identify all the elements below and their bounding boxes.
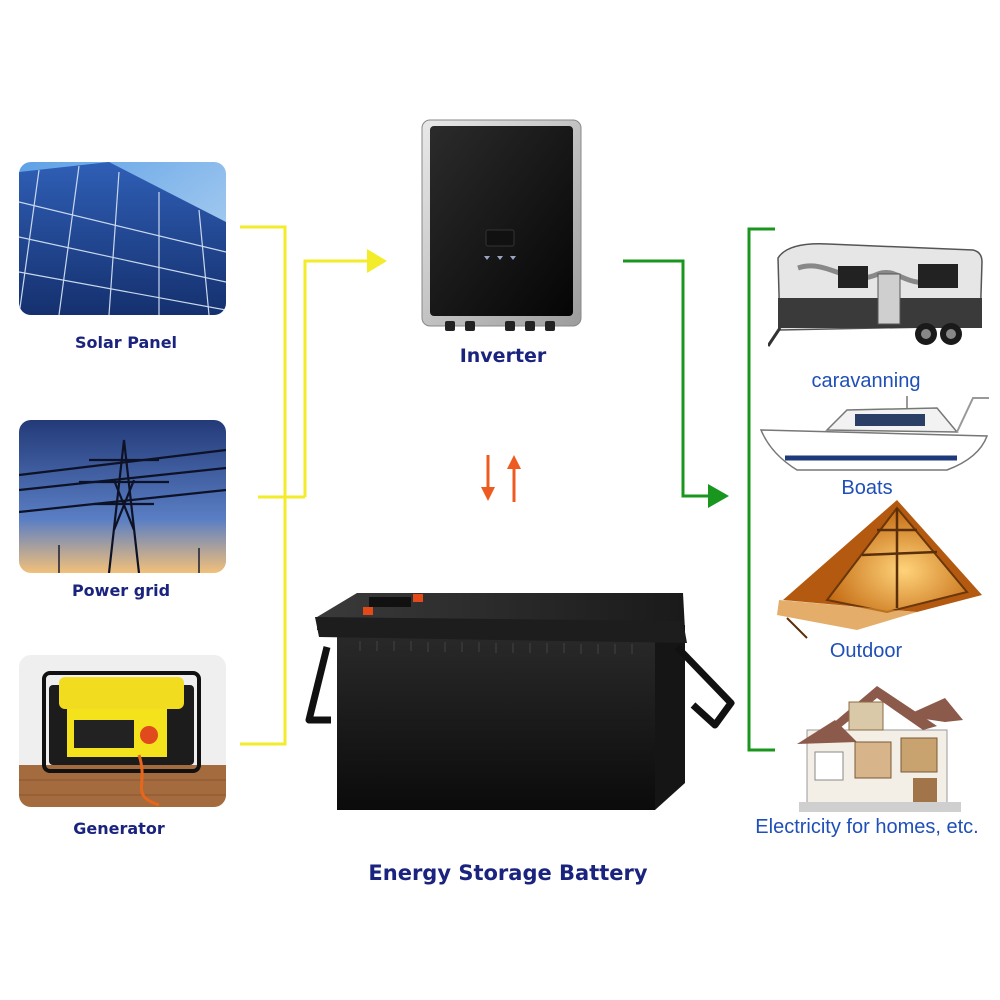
boat-image [757,392,995,478]
left-handle [305,646,331,724]
caravan-image [768,238,990,358]
output-bus [623,227,775,752]
caravan-icon [768,243,983,347]
tent-icon [777,500,982,639]
outdoor-label: Outdoor [829,640,903,662]
inverter-to-loads-arrowhead [708,484,729,508]
inverter-icon [421,119,582,331]
generator-tile [19,655,226,807]
loads-bracket [747,227,775,752]
solar-link [240,225,287,746]
power-grid-label: Power grid [71,581,171,600]
caravanning-label: caravanning [811,370,921,392]
right-handle [674,644,735,729]
solar-panel-label: Solar Panel [74,333,178,352]
house-icon [797,686,963,812]
power-grid-tile [19,420,226,573]
battery-label: Energy Storage Battery [368,861,648,885]
solar-panel-icon [19,162,226,315]
boat-icon [759,396,989,471]
battery-unit [305,585,740,815]
inverter-to-loads-line [623,259,712,498]
solar-panel-tile [19,162,226,315]
bus-to-inverter-arrowhead [367,249,387,273]
generator-icon [19,655,226,807]
bus-to-inverter-line [303,259,372,497]
homes-label: Electricity for homes, etc. [755,816,979,838]
input-bus [240,225,372,746]
power-pylon-icon [19,420,226,573]
boats-label: Boats [841,477,893,499]
battery-icon [305,593,735,810]
house-image [795,680,965,813]
inverter-label: Inverter [459,345,547,367]
battery-exchange-arrows [481,455,521,502]
inverter-unit [420,118,583,333]
tent-image [777,500,987,640]
generator-label: Generator [73,819,165,838]
